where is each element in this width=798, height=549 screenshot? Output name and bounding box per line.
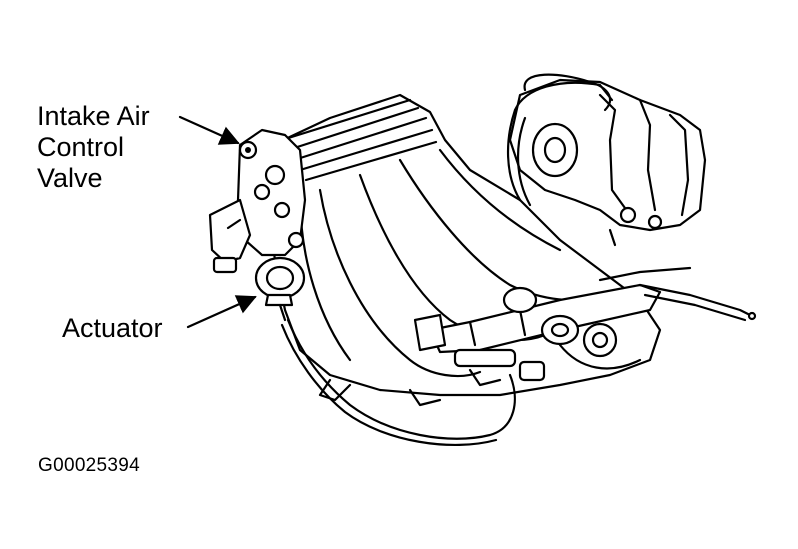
iacv-label-line-2: Control [37, 132, 125, 162]
iacv-label-line-3: Valve [37, 163, 103, 193]
figure-id: G00025394 [38, 455, 141, 476]
throttle-body [508, 73, 707, 247]
throttle-cable [598, 266, 692, 282]
fuel-rail-assembly [413, 283, 662, 387]
actuator [254, 256, 306, 322]
actuator-leader-line [186, 295, 257, 329]
vacuum-hose [286, 318, 516, 440]
intake-air-control-valve-label: Intake Air Control Valve [37, 101, 150, 194]
throttle-hose [507, 81, 614, 202]
actuator-label: Actuator [62, 313, 163, 343]
iacv-leader-line [178, 115, 240, 145]
iacv-label-line-1: Intake Air [37, 101, 150, 131]
intake-air-control-valve [208, 128, 307, 274]
